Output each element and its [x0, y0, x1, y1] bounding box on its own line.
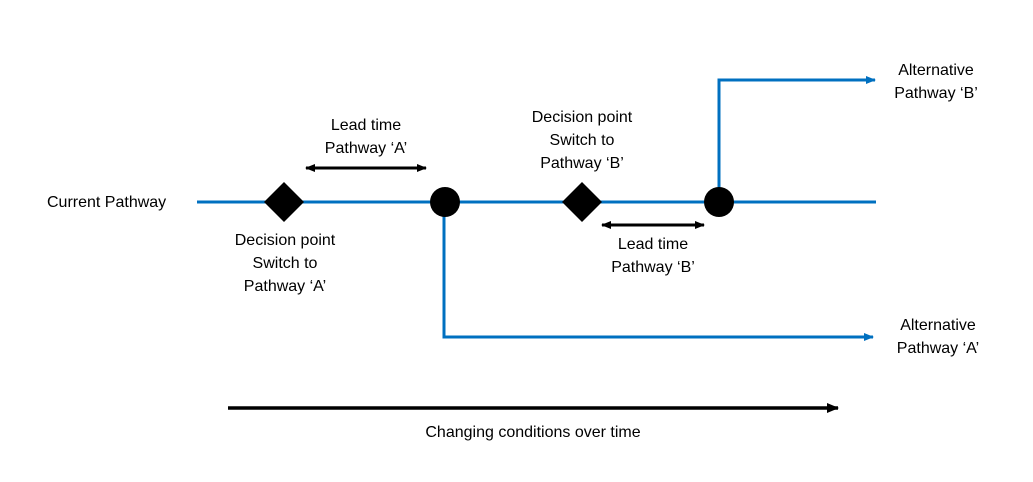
alt-b-line-2: Pathway ‘B’ [894, 85, 978, 102]
decision-point-b-label: Decision point Switch to Pathway ‘B’ [502, 106, 662, 175]
alt-a-line-2: Pathway ‘A’ [896, 340, 980, 357]
switch-node-a [430, 187, 460, 217]
time-axis-label: Changing conditions over time [425, 424, 641, 441]
alternative-pathway-a-line [442, 202, 874, 341]
decision-b-line-1: Decision point [531, 109, 633, 126]
alt-a-line-1: Alternative [900, 317, 976, 334]
lead-time-b-line-1: Lead time [617, 236, 689, 253]
alternative-pathway-b-line [717, 76, 876, 202]
lead-time-b-line-2: Pathway ‘B’ [611, 259, 695, 276]
lead-time-b-label: Lead time Pathway ‘B’ [585, 233, 721, 279]
decision-point-a-diamond [264, 182, 304, 222]
current-pathway-label: Current Pathway [47, 194, 167, 211]
alt-b-line-1: Alternative [898, 62, 974, 79]
decision-b-line-2: Switch to [549, 132, 615, 149]
decision-a-line-3: Pathway ‘A’ [243, 278, 327, 295]
decision-a-line-1: Decision point [234, 232, 336, 249]
lead-time-a-label: Lead time Pathway ‘A’ [298, 114, 434, 160]
alternative-pathway-b-label: Alternative Pathway ‘B’ [878, 59, 994, 105]
alternative-pathway-a-label: Alternative Pathway ‘A’ [880, 314, 996, 360]
lead-time-a-line-1: Lead time [330, 117, 402, 134]
switch-node-b [704, 187, 734, 217]
decision-a-line-2: Switch to [252, 255, 318, 272]
decision-point-b-diamond [562, 182, 602, 222]
lead-time-a-line-2: Pathway ‘A’ [324, 140, 408, 157]
decision-b-line-3: Pathway ‘B’ [540, 155, 624, 172]
decision-point-a-label: Decision point Switch to Pathway ‘A’ [205, 229, 365, 298]
